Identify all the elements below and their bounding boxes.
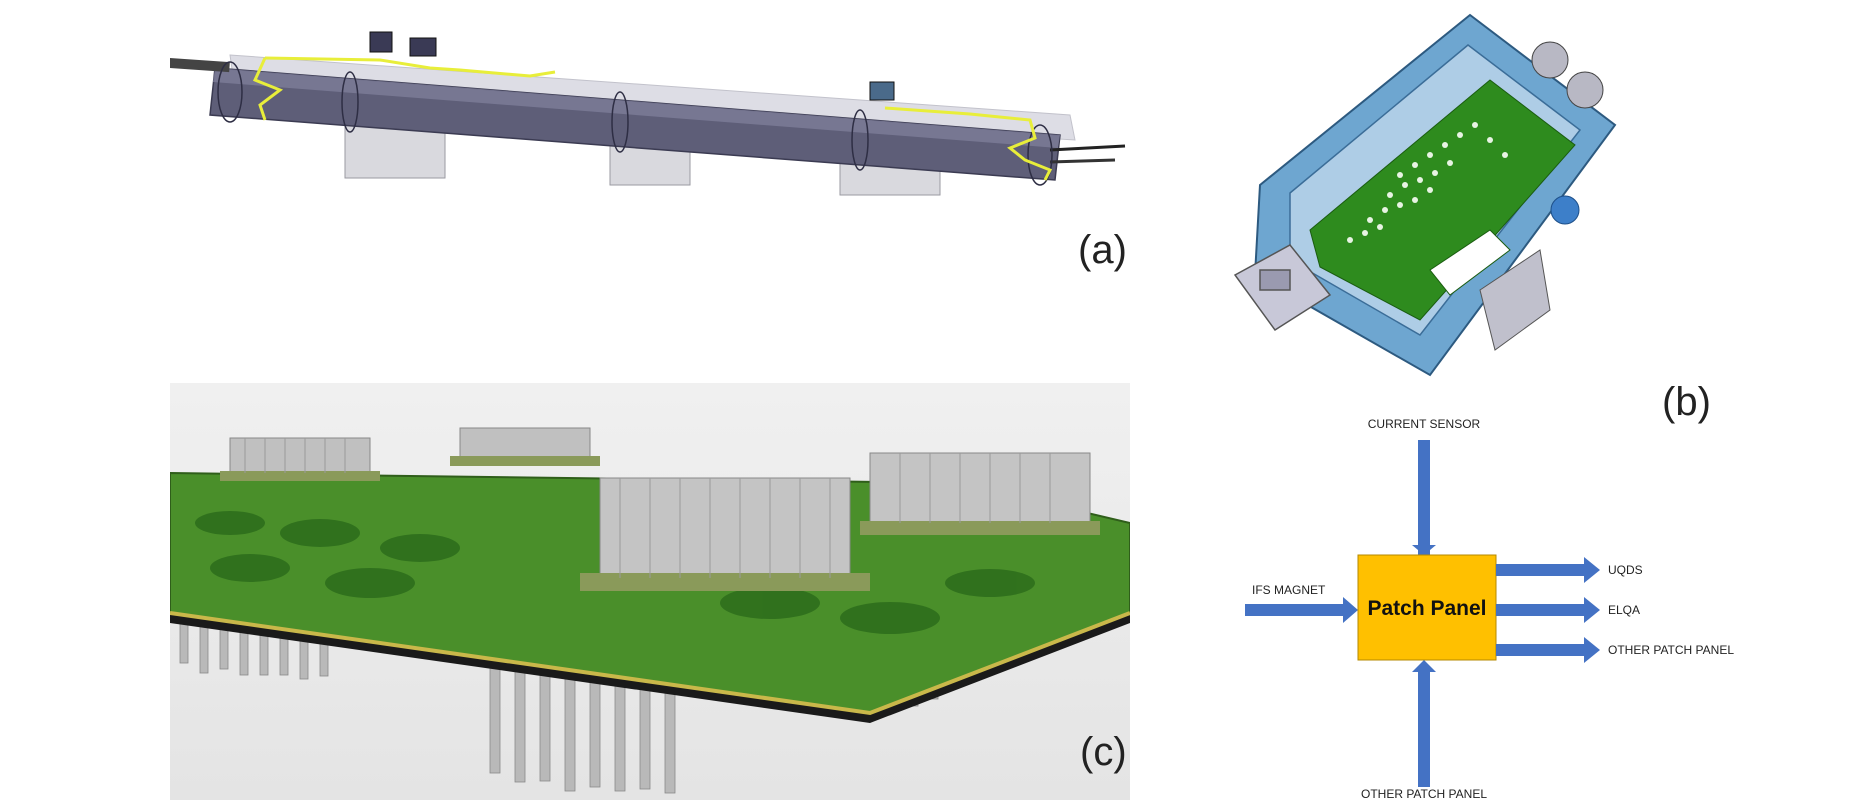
arrow-elqa [1496, 604, 1586, 616]
panel-b-label: (b) [1662, 380, 1711, 424]
pcb-render [170, 427, 1130, 794]
panel-c-label: (c) [1080, 730, 1127, 774]
cryostat-render [170, 31, 1126, 196]
arrow-other-patch-panel-right-head [1584, 637, 1600, 663]
arrow-current-sensor [1418, 440, 1430, 555]
label-other-patch-panel-right: OTHER PATCH PANEL [1608, 643, 1734, 657]
arrow-ifs-magnet [1245, 604, 1345, 616]
arrow-uqds-head [1584, 557, 1600, 583]
label-other-patch-panel-bottom: OTHER PATCH PANEL [1361, 787, 1487, 800]
arrow-ifs-magnet-head [1343, 597, 1358, 623]
arrow-other-patch-panel-bottom-head [1412, 660, 1436, 672]
enclosure-render [1233, 13, 1617, 377]
patch-panel-diagram: CURRENT SENSOR IFS MAGNET Patch Panel OT… [1240, 410, 1740, 800]
arrow-elqa-head [1584, 597, 1600, 623]
arrow-other-patch-panel-bottom [1418, 672, 1430, 787]
label-current-sensor: CURRENT SENSOR [1368, 417, 1481, 431]
panel-a-cryostat-render [170, 20, 1130, 230]
label-uqds: UQDS [1608, 563, 1643, 577]
patch-panel-label: Patch Panel [1367, 597, 1486, 620]
arrow-current-sensor-head [1412, 545, 1436, 555]
arrow-uqds [1496, 564, 1586, 576]
panel-c-pcb-render [170, 383, 1130, 800]
panel-b-enclosure-render [1230, 5, 1620, 385]
label-elqa: ELQA [1608, 603, 1640, 617]
arrow-other-patch-panel-right [1496, 644, 1586, 656]
panel-a-label: (a) [1078, 228, 1127, 272]
label-ifs-magnet: IFS MAGNET [1252, 583, 1326, 597]
